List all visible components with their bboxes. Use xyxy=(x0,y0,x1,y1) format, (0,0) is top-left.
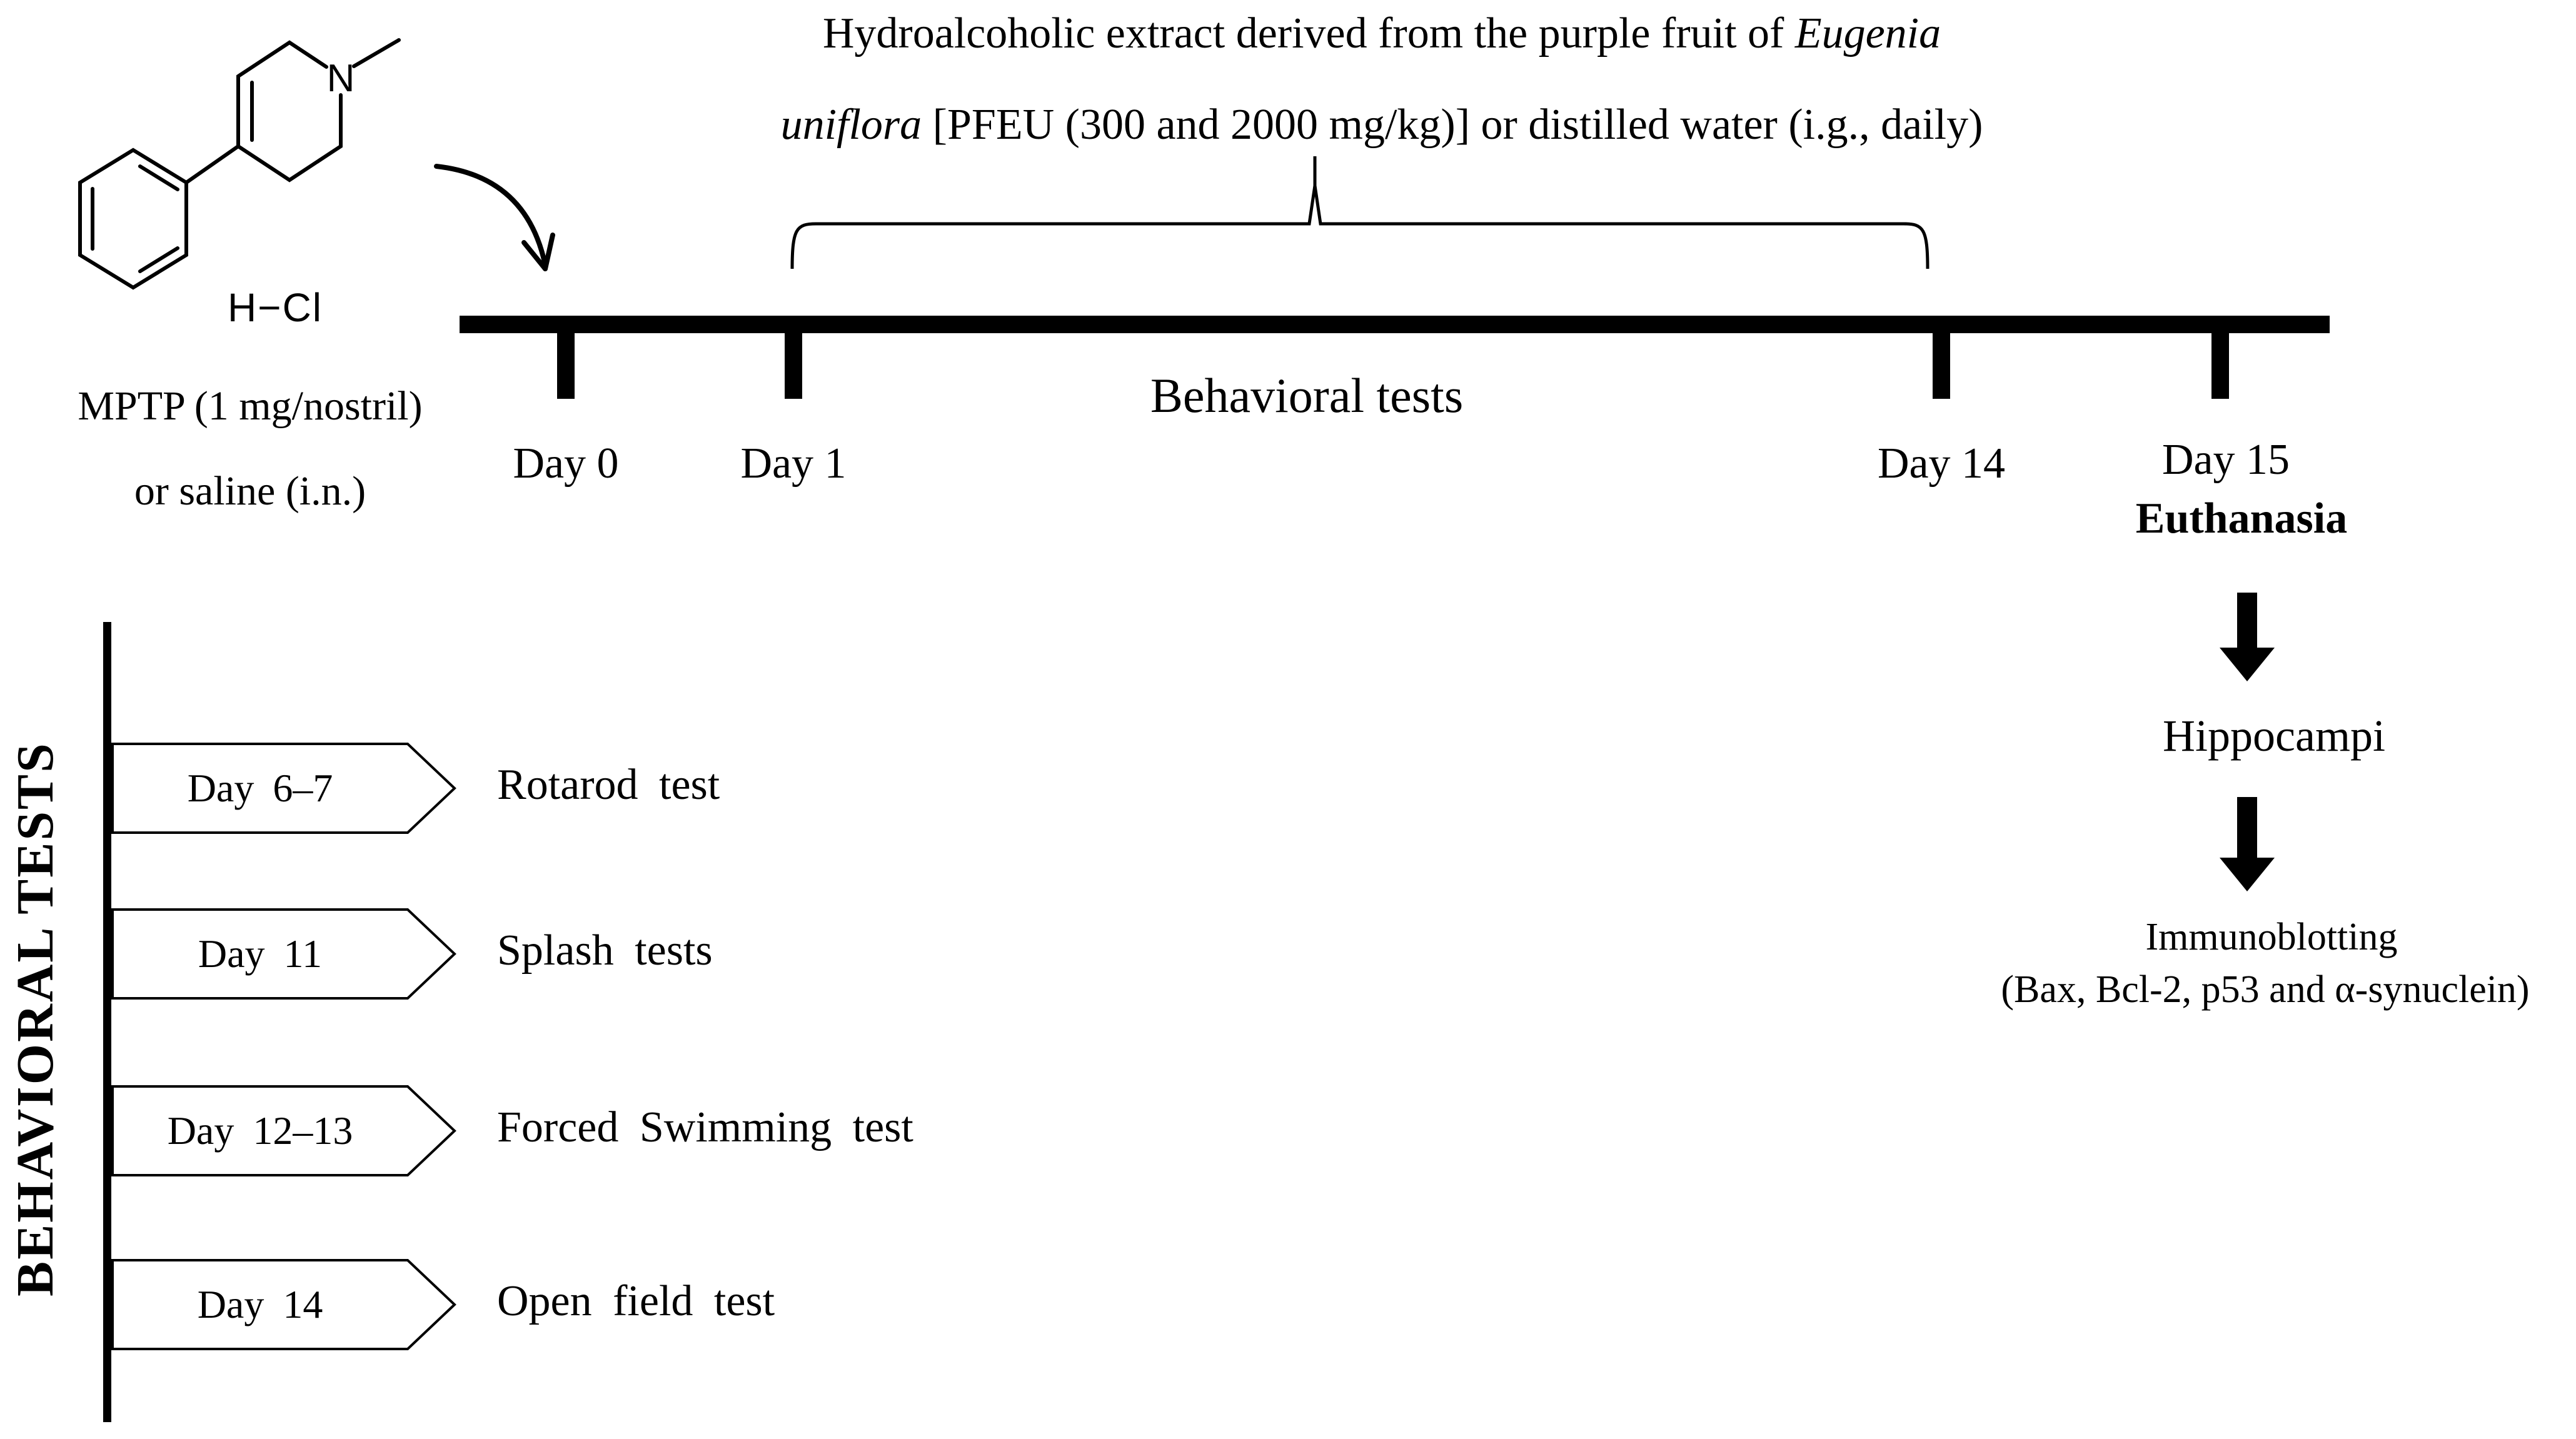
arrow-euthanasia-to-hippocampi xyxy=(2220,593,2275,681)
behavioral-tests-axis-title: BEHAVIORAL TESTS xyxy=(6,741,64,1296)
treatment-heading-line2-text: [PFEU (300 and 2000 mg/kg)] or distilled… xyxy=(922,101,1983,149)
tick-label-day15: Day 15 xyxy=(2161,436,2290,484)
day-box-label-2: Day 11 xyxy=(198,931,323,976)
day-box-1 xyxy=(111,743,456,834)
arrow-hippocampi-to-immunoblotting xyxy=(2220,797,2275,891)
day-box-label-4: Day 14 xyxy=(197,1282,323,1326)
biaryl-bond xyxy=(184,144,240,184)
tick-day15 xyxy=(2211,333,2229,399)
tick-day1 xyxy=(785,333,802,399)
tick-label-day14: Day 14 xyxy=(1877,439,2006,488)
endpoint-flow-arrows xyxy=(2220,593,2275,891)
tick-label-day0: Day 0 xyxy=(513,439,619,488)
timeline-bar xyxy=(460,316,2330,333)
behavioral-tests-timeline-label: Behavioral tests xyxy=(1150,368,1464,423)
hippocampi-label: Hippocampi xyxy=(2163,711,2385,761)
test-label-open-field: Open field test xyxy=(497,1277,775,1325)
treatment-brace xyxy=(790,156,1929,269)
phenyl-double-bond-3 xyxy=(138,246,179,273)
immunoblotting-label: Immunoblotting xyxy=(2145,916,2398,958)
test-label-forced-swimming: Forced Swimming test xyxy=(497,1103,913,1151)
pyridine-ring-right xyxy=(236,93,343,183)
mptp-to-timeline-arrow xyxy=(434,164,555,271)
pyridine-ring-left xyxy=(236,40,328,148)
n-methyl-bond xyxy=(352,38,401,68)
day-box-3 xyxy=(111,1085,456,1176)
hcl-label: H−Cl xyxy=(227,285,323,330)
mptp-molecule-structure xyxy=(78,38,401,290)
tick-day14 xyxy=(1933,333,1950,399)
immunoblotting-targets: (Bax, Bcl-2, p53 and α-synuclein) xyxy=(2001,968,2530,1011)
species-name-epithet: uniflora xyxy=(780,101,922,149)
mptp-caption-line1: MPTP (1 mg/nostril) xyxy=(78,383,423,429)
treatment-heading-line2: uniflora [PFEU (300 and 2000 mg/kg)] or … xyxy=(694,100,2070,150)
timeline xyxy=(460,316,2330,399)
phenyl-double-bond-1 xyxy=(138,164,179,191)
phenyl-ring xyxy=(78,148,188,290)
day-box-2 xyxy=(111,908,456,1000)
treatment-heading-line1: Hydroalcoholic extract derived from the … xyxy=(694,9,2070,59)
mptp-caption-line2: or saline (i.n.) xyxy=(134,468,366,514)
behavioral-axis-line xyxy=(103,622,111,1422)
euthanasia-label: Euthanasia xyxy=(2135,494,2348,543)
test-label-rotarod: Rotarod test xyxy=(497,761,720,809)
species-name-genus: Eugenia xyxy=(1794,9,1941,58)
treatment-heading-line1-text: Hydroalcoholic extract derived from the … xyxy=(822,9,1795,58)
tick-day0 xyxy=(557,333,575,399)
tick-label-day1: Day 1 xyxy=(740,439,847,488)
day-box-4 xyxy=(111,1259,456,1350)
day-box-label-1: Day 6–7 xyxy=(187,766,333,810)
test-label-splash: Splash tests xyxy=(497,926,713,975)
nitrogen-atom-label: N xyxy=(327,57,355,100)
day-box-label-3: Day 12–13 xyxy=(167,1108,353,1153)
behavioral-day-boxes xyxy=(111,743,456,1350)
